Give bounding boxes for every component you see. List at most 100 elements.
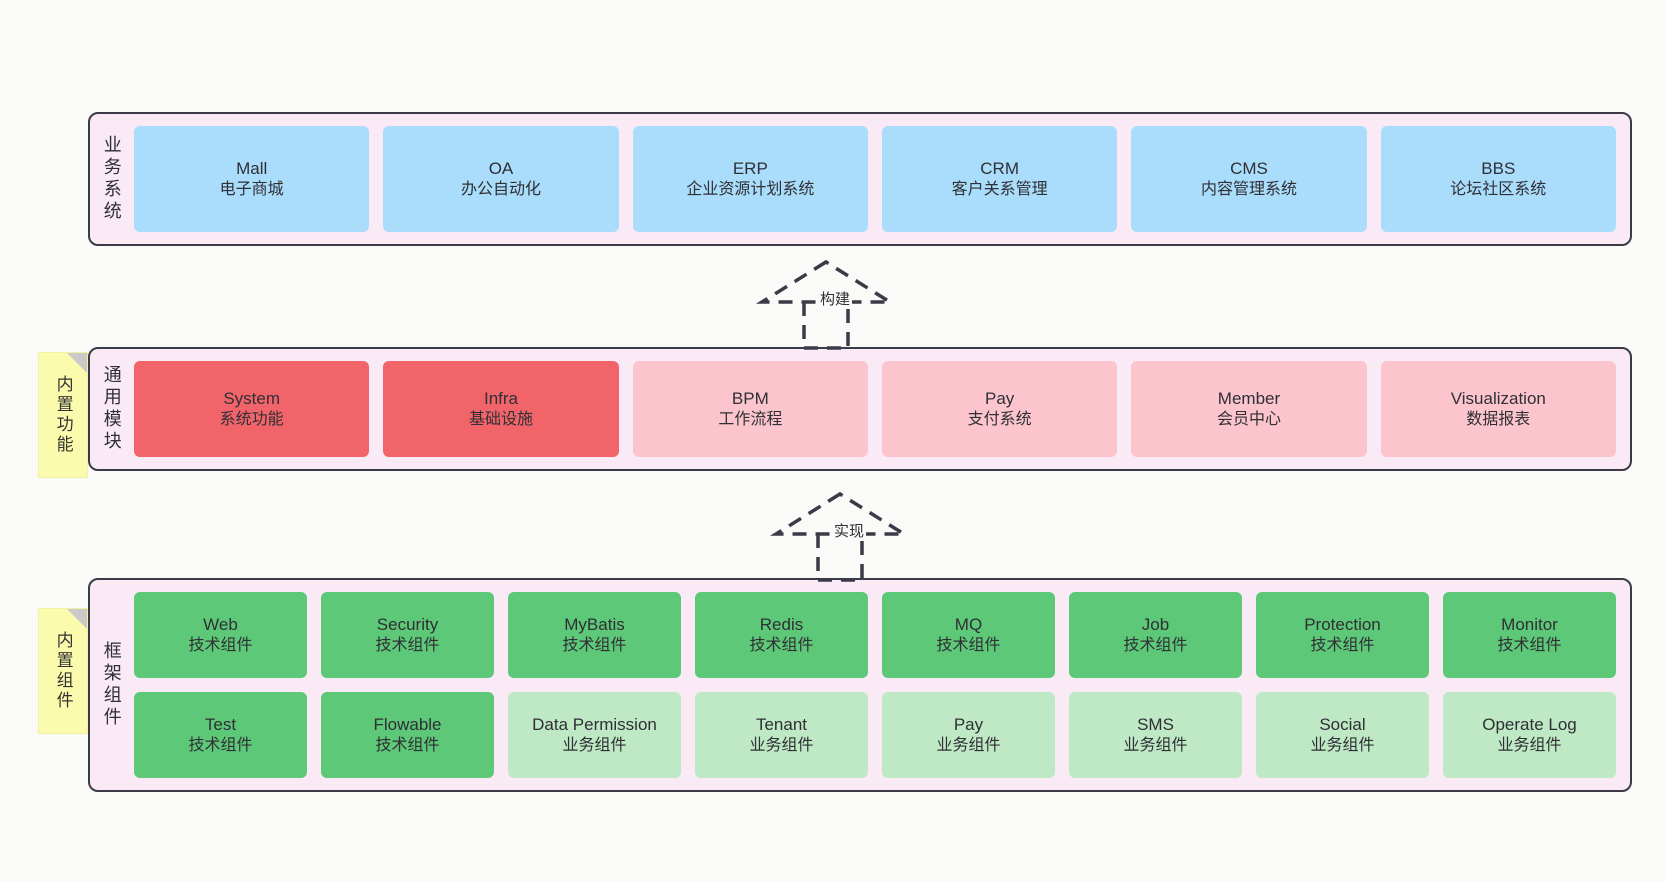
card-job[interactable]: Job 技术组件 [1069,592,1242,678]
card-title-cn: 技术组件 [562,636,627,654]
card-title-cn: 技术组件 [749,636,814,654]
card-operate-log[interactable]: Operate Log 业务组件 [1443,692,1616,778]
card-title-en: MyBatis [564,614,625,634]
tag-label: 内置功能 [53,375,73,455]
card-title-en: Member [1217,388,1281,408]
layer-framework-component[interactable]: 框架组件 Web 技术组件 Security 技术组件 MyBatis 技术组件… [88,578,1632,792]
card-row: System 系统功能 Infra 基础设施 BPM 工作流程 Pay 支付系统… [134,361,1616,457]
card-title-cn: 技术组件 [1310,636,1375,654]
card-title-en: OA [488,158,514,178]
card-row: Mall 电子商城 OA 办公自动化 ERP 企业资源计划系统 CRM 客户关系… [134,126,1616,232]
layer-common-module[interactable]: 通用模块 System 系统功能 Infra 基础设施 BPM 工作流程 Pay [88,347,1632,471]
card-tenant[interactable]: Tenant 业务组件 [695,692,868,778]
card-title-en: Operate Log [1482,714,1577,734]
card-security[interactable]: Security 技术组件 [321,592,494,678]
card-erp[interactable]: ERP 企业资源计划系统 [632,126,868,232]
card-title-cn: 数据报表 [1466,410,1531,428]
card-title-cn: 业务组件 [1497,736,1562,754]
card-protection[interactable]: Protection 技术组件 [1256,592,1429,678]
card-title-en: Flowable [373,714,442,734]
card-title-en: Job [1141,614,1170,634]
card-pay-component[interactable]: Pay 业务组件 [882,692,1055,778]
layer-title-text: 框架组件 [101,641,122,729]
card-bbs[interactable]: BBS 论坛社区系统 [1380,126,1616,232]
card-bpm[interactable]: BPM 工作流程 [632,361,868,457]
card-member[interactable]: Member 会员中心 [1131,361,1367,457]
card-title-cn: 技术组件 [1123,636,1188,654]
card-row: Web 技术组件 Security 技术组件 MyBatis 技术组件 Redi… [134,592,1616,678]
connector-implement: 实现 [766,490,934,582]
tag-builtin-function[interactable]: 内置功能 [38,352,88,478]
card-title-cn: 技术组件 [188,636,253,654]
card-title-en: Redis [759,614,804,634]
card-title-en: Mall [236,158,268,178]
card-infra[interactable]: Infra 基础设施 [383,361,619,457]
card-title-cn: 工作流程 [718,410,783,428]
card-title-en: Pay [985,388,1015,408]
card-title-en: Tenant [755,714,808,734]
card-title-cn: 技术组件 [936,636,1001,654]
card-visualization[interactable]: Visualization 数据报表 [1380,361,1616,457]
card-pay-module[interactable]: Pay 支付系统 [881,361,1118,457]
card-title-cn: 企业资源计划系统 [686,180,815,198]
layer-title-text: 业务系统 [101,135,122,223]
card-oa[interactable]: OA 办公自动化 [383,126,619,232]
card-title-cn: 业务组件 [936,736,1001,754]
card-system[interactable]: System 系统功能 [134,361,370,457]
card-title-en: Security [376,614,439,634]
card-title-cn: 支付系统 [967,410,1032,428]
card-data-permission[interactable]: Data Permission 业务组件 [508,692,681,778]
tag-builtin-component[interactable]: 内置组件 [38,608,88,734]
card-flowable[interactable]: Flowable 技术组件 [321,692,494,778]
card-title-cn: 系统功能 [219,410,284,428]
card-title-cn: 客户关系管理 [951,180,1048,198]
card-sms[interactable]: SMS 业务组件 [1069,692,1242,778]
card-title-cn: 业务组件 [749,736,814,754]
card-row: Test 技术组件 Flowable 技术组件 Data Permission … [134,692,1616,778]
card-mybatis[interactable]: MyBatis 技术组件 [508,592,681,678]
card-grid-business-system: Mall 电子商城 OA 办公自动化 ERP 企业资源计划系统 CRM 客户关系… [132,114,1630,244]
card-crm[interactable]: CRM 客户关系管理 [881,126,1118,232]
connector-implement-label: 实现 [832,520,867,541]
tag-label: 内置组件 [53,631,73,711]
card-title-en: Test [204,714,237,734]
card-title-cn: 业务组件 [1310,736,1375,754]
card-title-en: Data Permission [532,714,657,734]
card-redis[interactable]: Redis 技术组件 [695,592,868,678]
card-title-cn: 技术组件 [375,736,440,754]
layer-business-system[interactable]: 业务系统 Mall 电子商城 OA 办公自动化 ERP 企业资源计划系统 CRM [88,112,1632,246]
card-cms[interactable]: CMS 内容管理系统 [1131,126,1367,232]
card-title-en: ERP [732,158,768,178]
card-title-en: CRM [980,158,1019,178]
card-title-en: System [223,388,280,408]
card-title-cn: 业务组件 [1123,736,1188,754]
card-grid-framework-component: Web 技术组件 Security 技术组件 MyBatis 技术组件 Redi… [132,580,1630,790]
card-web[interactable]: Web 技术组件 [134,592,307,678]
card-title-cn: 技术组件 [188,736,253,754]
card-grid-common-module: System 系统功能 Infra 基础设施 BPM 工作流程 Pay 支付系统… [132,349,1630,469]
card-title-cn: 会员中心 [1216,410,1281,428]
card-title-cn: 论坛社区系统 [1450,180,1547,198]
card-test[interactable]: Test 技术组件 [134,692,307,778]
card-title-en: Monitor [1501,614,1558,634]
card-title-cn: 技术组件 [1497,636,1562,654]
connector-build-label: 构建 [818,288,853,309]
card-title-en: Infra [483,388,518,408]
layer-title-framework-component: 框架组件 [90,580,132,790]
card-monitor[interactable]: Monitor 技术组件 [1443,592,1616,678]
card-mq[interactable]: MQ 技术组件 [882,592,1055,678]
card-mall[interactable]: Mall 电子商城 [134,126,370,232]
folded-corner-icon [67,609,87,629]
card-title-en: BPM [731,388,769,408]
card-title-en: Visualization [1450,388,1546,408]
card-title-en: CMS [1230,158,1268,178]
connector-build: 构建 [752,258,920,350]
card-title-en: MQ [954,614,983,634]
card-title-cn: 电子商城 [219,180,284,198]
card-title-cn: 基础设施 [468,410,533,428]
card-title-cn: 内容管理系统 [1200,180,1297,198]
folded-corner-icon [67,353,87,373]
card-title-en: Pay [953,714,984,734]
card-social[interactable]: Social 业务组件 [1256,692,1429,778]
